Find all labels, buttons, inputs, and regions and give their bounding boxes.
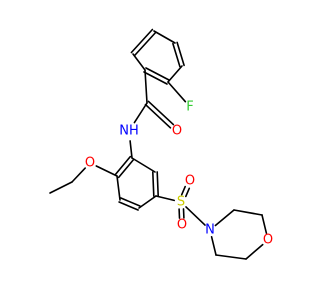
atom-label-o5: O xyxy=(263,233,273,248)
single-bond-C13-C8 xyxy=(131,157,156,173)
single-bond-C12-S xyxy=(155,195,175,202)
single-bond-C4-C5 xyxy=(167,65,183,83)
single-bond-O2-C14 xyxy=(71,167,86,183)
atom-label-o4: O xyxy=(185,174,195,189)
single-bond-C6-C1 xyxy=(132,53,146,71)
single-bond-C5-F xyxy=(167,81,187,103)
double-bond-C1-C2 xyxy=(130,28,154,54)
double-bond-C5-C6 xyxy=(143,71,168,85)
double-bond-C8-C9 xyxy=(114,155,132,176)
single-bond-C14-C15 xyxy=(49,181,73,194)
single-bond-C19-N2 xyxy=(214,209,235,227)
double-bond-C3-C4 xyxy=(176,41,185,67)
single-bond-S-N2 xyxy=(185,206,206,226)
double-bond-C7-O1 xyxy=(147,100,175,126)
single-bond-O5-C18 xyxy=(261,214,268,234)
double-bond-C10-C11 xyxy=(120,197,141,207)
canvas-background xyxy=(0,0,300,300)
atom-label-n2: N xyxy=(205,223,215,238)
double-bond-C8-C9 xyxy=(117,158,135,179)
double-bond-C3-C4 xyxy=(172,42,181,68)
single-bond-C7-N1 xyxy=(133,102,148,124)
single-bond-C2-C3 xyxy=(153,30,176,44)
atom-label-n1: NH xyxy=(119,124,139,139)
single-bond-C11-C12 xyxy=(138,195,157,209)
single-bond-N2-C16 xyxy=(210,236,217,256)
double-bond-C12-C13 xyxy=(152,171,155,197)
double-bond-C12-C13 xyxy=(156,171,159,197)
atom-label-o2: O xyxy=(85,156,95,171)
double-bond-S-O4 xyxy=(185,187,191,198)
single-bond-C9-O2 xyxy=(95,165,118,177)
single-bond-N1-C8 xyxy=(129,140,133,159)
single-bond-C18-C19 xyxy=(233,209,263,216)
double-bond-C5-C6 xyxy=(145,67,170,81)
atom-label-o3: O xyxy=(177,218,187,233)
atom-label-f: F xyxy=(186,100,193,115)
double-bond-S-O4 xyxy=(180,185,186,196)
single-bond-C17-O5 xyxy=(245,243,264,260)
double-bond-C1-C2 xyxy=(133,31,157,57)
atom-label-s: S xyxy=(177,195,185,210)
double-bond-C7-O1 xyxy=(144,103,172,129)
bond-layer xyxy=(49,28,268,260)
double-bond-C10-C11 xyxy=(118,201,139,211)
single-bond-C16-C17 xyxy=(215,254,247,260)
single-bond-C6-C7 xyxy=(144,69,148,104)
single-bond-C9-C10 xyxy=(116,175,121,201)
atom-label-o1: O xyxy=(172,124,182,139)
